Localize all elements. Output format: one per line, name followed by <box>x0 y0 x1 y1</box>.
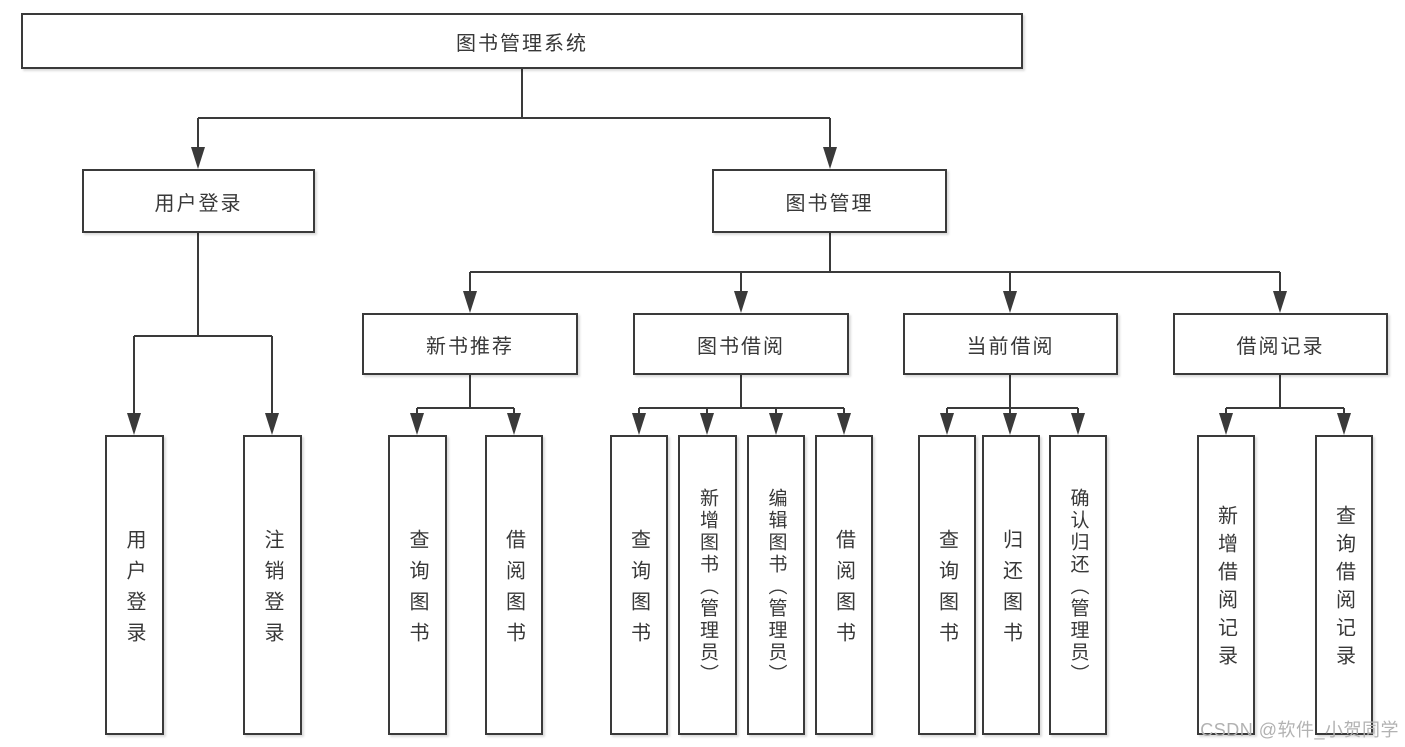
node-label: 注销登录 <box>261 528 283 653</box>
leaf-borrowing-query-book: 查询图书 <box>610 435 668 735</box>
node-label: 确认归还（管理员） <box>1067 487 1089 686</box>
node-label: 查询图书 <box>935 528 958 653</box>
leaf-recommend-query-book: 查询图书 <box>388 435 447 735</box>
leaf-records-add-record: 新增借阅记录 <box>1197 435 1255 735</box>
node-label: 查询图书 <box>627 528 650 653</box>
leaf-current-query-book: 查询图书 <box>918 435 976 735</box>
node-label: 图书管理 <box>785 192 874 215</box>
node-label: 图书借阅 <box>697 335 785 358</box>
leaf-current-return-book: 归还图书 <box>982 435 1040 735</box>
leaf-records-query-record: 查询借阅记录 <box>1315 435 1373 735</box>
node-label: 借阅图书 <box>832 528 855 653</box>
node-label: 用户登录 <box>123 528 145 653</box>
node-label: 编辑图书（管理员） <box>765 487 787 686</box>
node-library-system-root: 图书管理系统 <box>21 13 1023 69</box>
node-label: 新增图书（管理员） <box>697 487 718 686</box>
node-label: 查询图书 <box>406 528 428 653</box>
node-label: 当前借阅 <box>966 335 1055 358</box>
leaf-logout: 注销登录 <box>243 435 302 735</box>
node-label: 借阅图书 <box>502 528 525 653</box>
node-label: 归还图书 <box>999 528 1022 653</box>
node-label: 查询借阅记录 <box>1332 505 1355 673</box>
leaf-recommend-borrow-book: 借阅图书 <box>485 435 543 735</box>
node-label: 用户登录 <box>154 192 243 215</box>
node-borrowing-records: 借阅记录 <box>1173 313 1388 375</box>
leaf-current-confirm-return-admin: 确认归还（管理员） <box>1049 435 1107 735</box>
node-label: 借阅记录 <box>1236 335 1325 358</box>
node-label: 图书管理系统 <box>456 32 588 55</box>
leaf-user-login: 用户登录 <box>105 435 164 735</box>
node-book-management-branch: 图书管理 <box>712 169 947 233</box>
leaf-borrowing-add-book-admin: 新增图书（管理员） <box>678 435 737 735</box>
node-current-borrowing: 当前借阅 <box>903 313 1118 375</box>
leaf-borrowing-edit-book-admin: 编辑图书（管理员） <box>747 435 805 735</box>
node-user-login-branch: 用户登录 <box>82 169 315 233</box>
node-label: 新书推荐 <box>426 335 514 358</box>
leaf-borrowing-borrow-book: 借阅图书 <box>815 435 873 735</box>
node-book-borrowing: 图书借阅 <box>633 313 849 375</box>
node-label: 新增借阅记录 <box>1214 505 1237 673</box>
node-new-book-recommend: 新书推荐 <box>362 313 578 375</box>
csdn-watermark: CSDN @软件_小贺同学 <box>1200 720 1399 740</box>
